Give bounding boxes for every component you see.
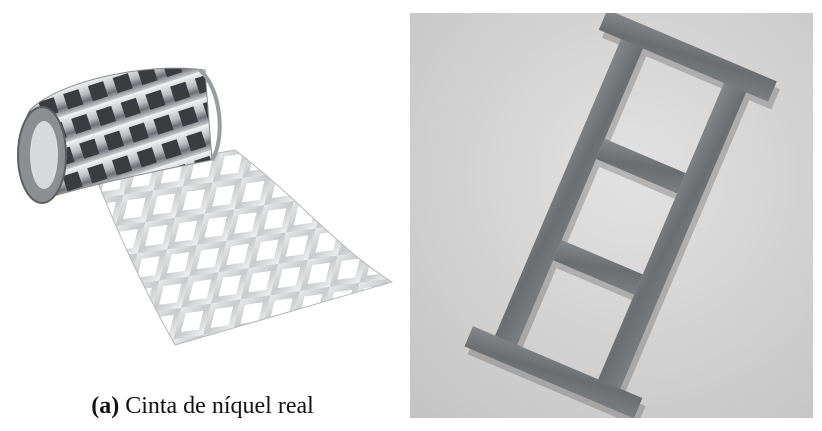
rung-1 (596, 138, 686, 194)
ladder-strip (464, 13, 780, 418)
bottom-tab (464, 326, 643, 418)
panel-b-nickel-strip-render (410, 13, 813, 418)
left-rail (491, 29, 647, 353)
panel-a-nickel-strip-photo: (a) Cinta de níquel real (0, 0, 405, 431)
top-tab (598, 13, 777, 102)
caption-label: (a) (91, 393, 120, 419)
ladder-strip-render (410, 13, 813, 418)
right-rail (595, 73, 751, 397)
caption-text: Cinta de níquel real (125, 393, 314, 419)
nickel-strip-roll-illustration (17, 67, 394, 346)
figure-caption-a: (a) Cinta de níquel real (0, 392, 405, 420)
rung-2 (553, 239, 643, 295)
